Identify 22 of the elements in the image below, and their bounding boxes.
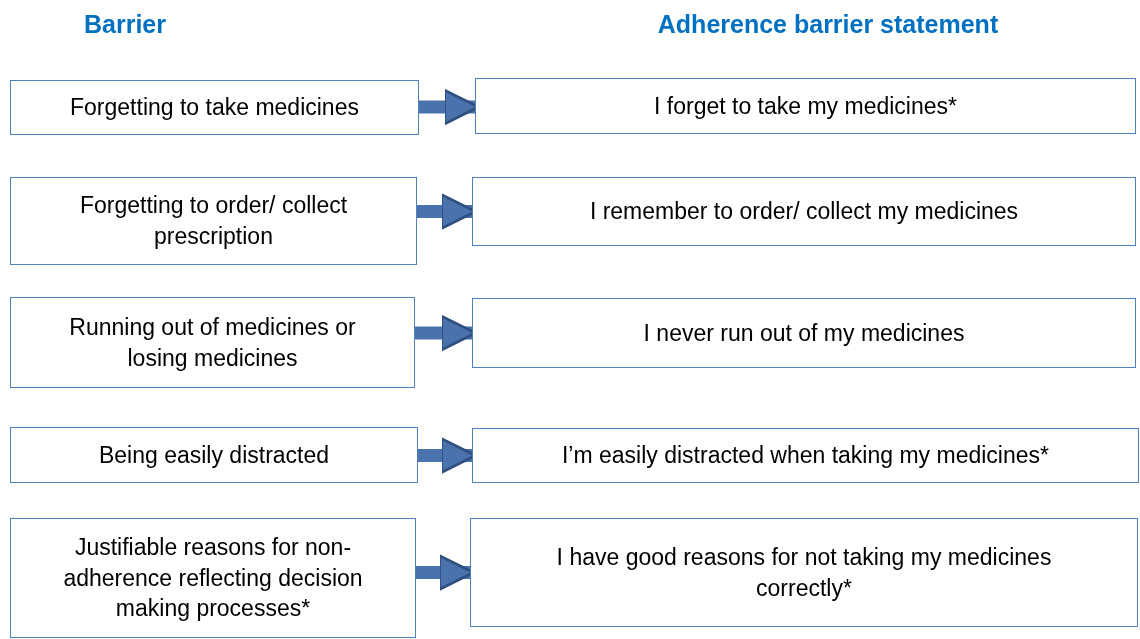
column-heading: Adherence barrier statement <box>657 10 999 39</box>
box-text: Justifiable reasons for non-adherence reflecting decision making processes* <box>62 533 364 624</box>
box-text: Forgetting to take medicines <box>70 93 359 123</box>
box-text: I remember to order/ collect my medicines <box>589 197 1019 227</box>
box-text: I’m easily distracted when taking my medicines* <box>561 441 1049 471</box>
box-text: Running out of medicines or losing medicines <box>68 312 357 373</box>
box-text: Being easily distracted <box>98 440 330 470</box>
text-box <box>10 297 415 388</box>
text-box <box>10 518 416 638</box>
text-box <box>10 427 418 483</box>
box-text: I forget to take my medicines* <box>654 91 957 121</box>
text-box <box>470 518 1138 627</box>
text-box <box>10 80 419 135</box>
text-box <box>472 428 1139 483</box>
column-heading: Barrier <box>84 10 166 39</box>
box-text: I never run out of my medicines <box>643 318 965 348</box>
text-box <box>472 298 1136 368</box>
text-box <box>472 177 1136 246</box>
box-text: I have good reasons for not taking my medicines correctly* <box>555 542 1053 603</box>
text-box <box>475 78 1136 134</box>
box-text: Forgetting to order/ collect prescription <box>78 191 349 251</box>
text-box <box>10 177 417 265</box>
